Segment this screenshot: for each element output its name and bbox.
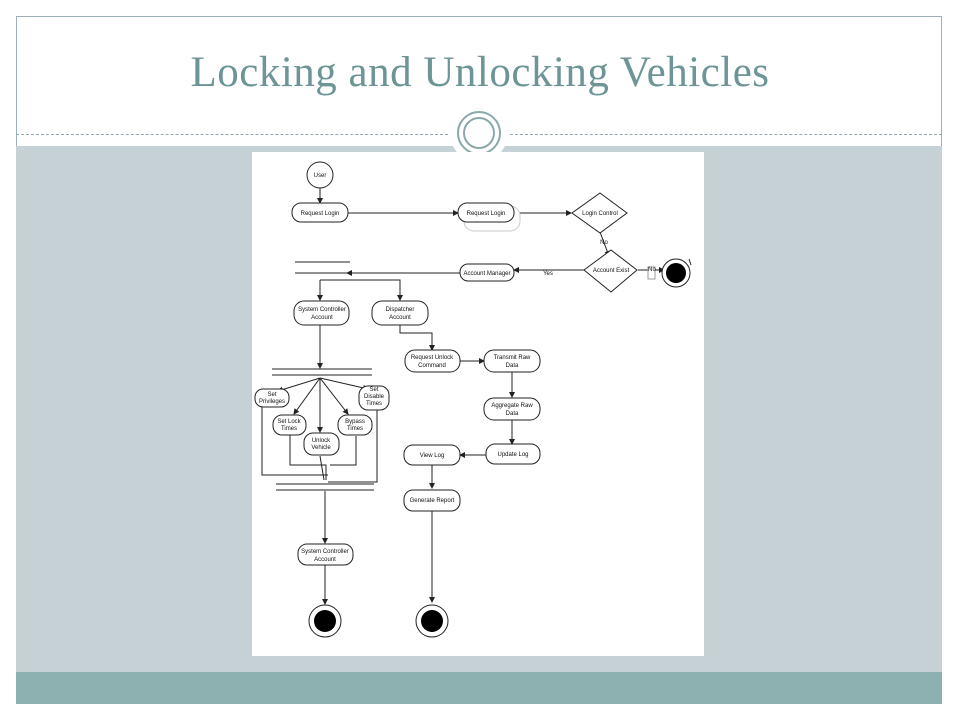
label-login-control: Login Control [582,211,618,217]
decision-account-exist [583,249,638,293]
fork-join-bars [272,261,374,491]
label-view-log: View Log [420,453,445,459]
connector-tick [688,258,692,266]
label-dispatcher-account-l1: Dispatcher [386,307,415,313]
action-nodes [254,202,541,566]
label-system-controller-account-2-l1: System Controller [301,549,349,555]
label-transmit-raw-l1: Transmit Raw [494,355,531,361]
label-request-unlock-l2: Command [418,363,446,369]
label-account-manager: Account Manager [463,271,510,277]
diagram-canvas [252,152,704,656]
label-set-disable-l1: Set [369,387,378,393]
label-bypass-l1: Bypass [345,419,365,425]
label-system-controller-account-2-l2: Account [314,557,336,563]
final-node-login-fail [661,258,691,288]
slide-title: Locking and Unlocking Vehicles [190,49,770,96]
label-request-unlock-l1: Request Unlock [411,355,454,361]
diagram-connectors [261,187,665,605]
slide-footer-bar [16,672,942,704]
label-aggregate-raw-l1: Aggregate Raw [491,403,533,409]
final-node-dispatcher [415,604,449,638]
label-unlock-vehicle-l1: Unlock [312,438,331,444]
label-dispatcher-account-l2: Account [389,315,411,321]
label-system-controller-account-1-l1: System Controller [298,307,346,313]
label-update-log: Update Log [497,452,528,458]
start-node-user-label: User [314,173,327,179]
label-generate-report: Generate Report [410,498,455,504]
label-no-1: No [600,240,608,246]
label-aggregate-raw-l2: Data [506,411,519,417]
label-set-disable-l3: Times [366,401,382,407]
label-set-privileges-l1: Set [267,392,276,398]
label-bypass-l2: Times [347,426,363,432]
connector-marker [647,266,656,280]
final-node-controller [308,604,342,638]
label-set-lock-l1: Set Lock [277,419,301,425]
label-yes: Yes [543,271,553,277]
label-system-controller-account-1-l2: Account [311,315,333,321]
label-set-privileges-l2: Privileges [259,399,285,405]
label-no-2: No [648,267,656,273]
decision-login-control [571,192,628,234]
label-unlock-vehicle-l2: Vehicle [311,445,331,451]
label-set-disable-l2: Disable [364,394,385,400]
label-transmit-raw-l2: Data [506,363,519,369]
start-node-user [306,161,334,189]
label-request-login-1: Request Login [301,211,340,217]
label-account-exist: Account Exist [593,268,630,274]
label-request-login-2: Request Login [467,211,506,217]
label-set-lock-l2: Times [281,426,297,432]
